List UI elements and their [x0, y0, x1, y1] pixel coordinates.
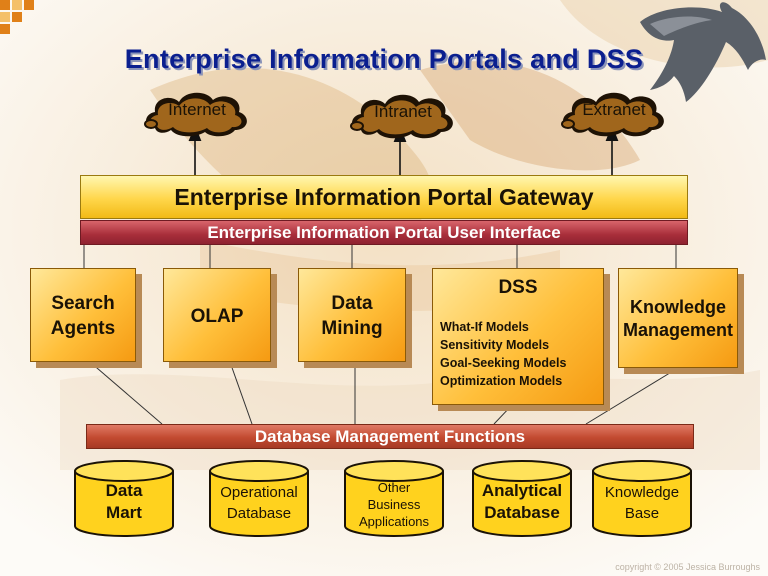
- database-label-line: Database: [226, 505, 292, 522]
- database-operational: Operational Database: [207, 460, 311, 538]
- database-analytical: Analytical Database: [470, 460, 574, 538]
- database-label-line: Base: [624, 505, 660, 522]
- database-label-line: Applications: [358, 514, 430, 529]
- page-title: Enterprise Information Portals and DSS: [124, 44, 644, 74]
- network-cloud-internet: Internet: [141, 88, 253, 138]
- portal-user-interface: Enterprise Information Portal User Inter…: [80, 220, 688, 245]
- database-label-line: Data: [105, 481, 143, 500]
- database-label: Operational Database: [207, 482, 311, 524]
- database-label: Analytical Database: [470, 480, 574, 524]
- database-label-line: Knowledge: [604, 484, 680, 501]
- dss-model-item: Goal-Seeking Models: [440, 356, 567, 370]
- database-knowledge-base: Knowledge Base: [590, 460, 694, 538]
- database-cylinder-icon: [592, 460, 692, 537]
- network-label: Extranet: [582, 100, 646, 119]
- component-label: Management: [622, 320, 734, 340]
- component-label: Search: [51, 293, 115, 314]
- database-other-business-applications: Other Business Applications: [342, 460, 446, 538]
- component-label: Mining: [321, 318, 383, 339]
- component-label: OLAP: [190, 306, 244, 327]
- database-data-mart: Data Mart: [72, 460, 176, 538]
- database-label-line: Mart: [106, 503, 142, 522]
- dss-model-item: Optimization Models: [440, 374, 563, 388]
- dss-model-item: What-If Models: [440, 320, 529, 334]
- dss-heading: DSS: [498, 277, 538, 298]
- database-cylinder-icon: [344, 460, 444, 537]
- component-label: Knowledge: [629, 297, 726, 317]
- database-label-line: Other: [377, 480, 411, 495]
- copyright-notice: copyright © 2005 Jessica Burroughs: [615, 562, 760, 572]
- database-label-line: Database: [484, 503, 560, 522]
- database-cylinder-icon: [74, 460, 174, 537]
- component-dss: DSS What-If Models Sensitivity Models Go…: [432, 268, 604, 405]
- cloud-icon: [350, 94, 453, 139]
- corner-logo-icon: [0, 0, 34, 34]
- network-cloud-intranet: Intranet: [347, 90, 459, 140]
- cloud-icon: [144, 92, 247, 137]
- network-cloud-extranet: Extranet: [558, 88, 670, 138]
- component-search-agents: Search Agents: [30, 268, 136, 362]
- component-olap: OLAP: [163, 268, 271, 362]
- network-label: Internet: [168, 100, 226, 119]
- network-label: Intranet: [374, 102, 432, 121]
- database-label: Knowledge Base: [590, 482, 694, 524]
- database-label-line: Analytical: [481, 481, 563, 500]
- portal-gateway: Enterprise Information Portal Gateway: [80, 175, 688, 219]
- component-knowledge-management: Knowledge Management: [618, 268, 738, 368]
- dss-model-item: Sensitivity Models: [440, 338, 550, 352]
- database-label: Data Mart: [72, 480, 176, 524]
- database-cylinder-icon: [209, 460, 309, 537]
- component-label: Data: [331, 293, 373, 314]
- database-management-functions: Database Management Functions: [86, 424, 694, 449]
- database-cylinder-icon: [472, 460, 572, 537]
- dolphin-icon: [640, 2, 766, 102]
- database-label-line: Operational: [220, 484, 298, 501]
- database-label-line: Business: [367, 497, 421, 512]
- cloud-icon: [561, 92, 664, 137]
- component-data-mining: Data Mining: [298, 268, 406, 362]
- database-label: Other Business Applications: [342, 479, 446, 530]
- dss-model-list: What-If Models Sensitivity Models Goal-S…: [433, 299, 603, 390]
- component-label: Agents: [50, 318, 116, 339]
